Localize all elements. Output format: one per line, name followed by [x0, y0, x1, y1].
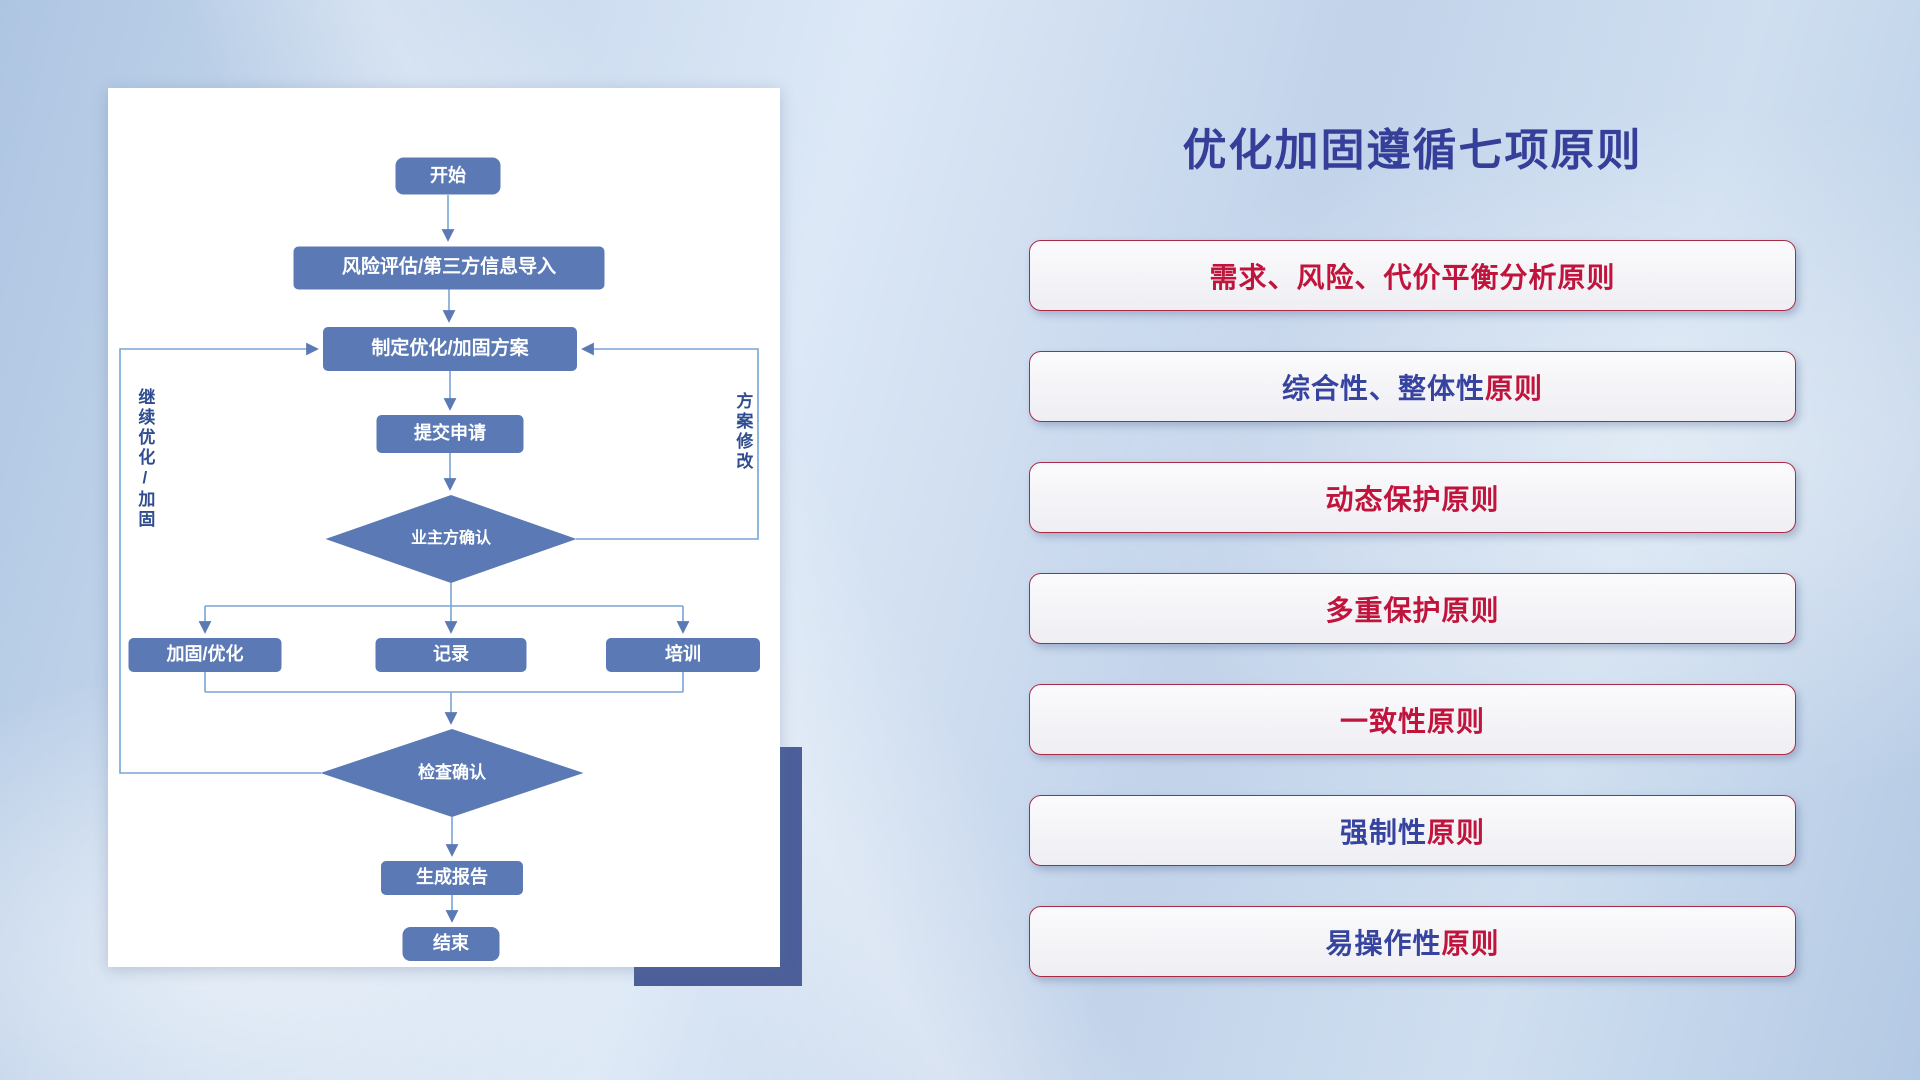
flow-node-generate-report: 生成报告: [381, 861, 523, 895]
principle-box: 一致性原则: [1029, 684, 1796, 755]
flowchart-connectors: [119, 195, 759, 923]
flowchart-card: 开始 风险评估/第三方信息导入 制定优化/加固方案 提交申请 业主方确认 加固/…: [108, 88, 780, 967]
flow-node-start: 开始: [395, 157, 501, 195]
loop-label-plan-modify: 方案修改: [733, 392, 753, 472]
principle-text: 多重保护原则: [1325, 594, 1500, 626]
principle-text: 原则: [1485, 372, 1544, 404]
principle-box: 易操作性原则: [1029, 906, 1796, 977]
flow-node-submit-request: 提交申请: [376, 415, 524, 453]
principle-box: 综合性、整体性原则: [1029, 351, 1796, 422]
principle-text: 易操作性: [1325, 927, 1442, 959]
principle-text: 一致性原则: [1339, 705, 1485, 737]
principle-box: 需求、风险、代价平衡分析原则: [1029, 240, 1796, 311]
principle-text: 需求、风险、代价平衡分析原则: [1209, 261, 1616, 293]
principle-box: 多重保护原则: [1029, 573, 1796, 644]
principle-text: 综合性、整体性: [1281, 372, 1485, 404]
principle-box: 动态保护原则: [1029, 462, 1796, 533]
principle-box: 强制性原则: [1029, 795, 1796, 866]
loop-label-continue-optimize: 继续优化/加固: [135, 388, 155, 530]
flow-node-training: 培训: [606, 638, 760, 672]
flow-node-end: 结束: [402, 927, 500, 961]
principle-text: 强制性: [1339, 816, 1427, 848]
principles-list: 需求、风险、代价平衡分析原则综合性、整体性原则动态保护原则多重保护原则一致性原则…: [1029, 240, 1796, 1017]
flow-node-reinforce-optimize: 加固/优化: [128, 638, 282, 672]
principle-text: 原则: [1427, 816, 1486, 848]
principle-text: 原则: [1441, 927, 1500, 959]
page-title: 优化加固遵循七项原则: [1182, 126, 1643, 175]
flow-node-record: 记录: [375, 638, 527, 672]
flow-node-risk-import: 风险评估/第三方信息导入: [293, 246, 605, 290]
principle-text: 动态保护原则: [1325, 483, 1500, 515]
flow-node-make-plan: 制定优化/加固方案: [323, 327, 577, 371]
